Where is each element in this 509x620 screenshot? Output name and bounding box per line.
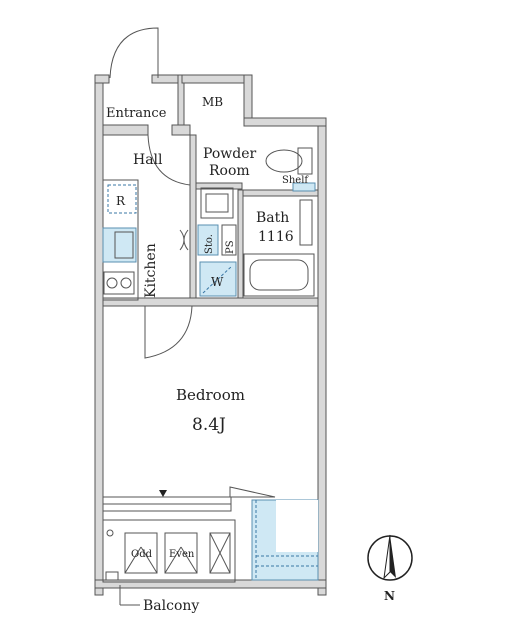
wet-area-walls <box>102 134 319 307</box>
label-pipe-space: PS <box>225 240 236 254</box>
label-powder-room-1: Powder <box>203 146 257 162</box>
sink-icon <box>200 187 234 219</box>
label-north: N <box>384 589 395 603</box>
north-compass <box>367 534 413 581</box>
label-bath-size: 1116 <box>258 229 294 245</box>
shelf-icon <box>292 182 316 192</box>
label-storage: Sto. <box>204 234 215 254</box>
label-refrigerator: R <box>116 194 126 208</box>
label-hall: Hall <box>133 152 163 168</box>
washer-icon <box>199 261 237 297</box>
label-even: Even <box>169 549 195 560</box>
closet-blue <box>251 499 319 581</box>
refrigerator-icon <box>107 184 137 214</box>
label-washer: W <box>211 275 224 289</box>
bedroom-door <box>144 305 193 359</box>
label-mb: MB <box>202 95 223 109</box>
label-entrance: Entrance <box>106 106 167 121</box>
balcony-area <box>102 519 236 606</box>
label-balcony: Balcony <box>143 598 199 614</box>
entrance-door <box>109 27 159 79</box>
pipe-space-box <box>221 224 237 256</box>
label-bedroom: Bedroom <box>176 386 245 404</box>
label-shelf: Shelf <box>282 175 309 186</box>
label-bath: Bath <box>256 210 289 226</box>
bathtub-icon <box>243 199 315 297</box>
outer-walls <box>94 74 327 596</box>
label-bedroom-size: 8.4J <box>192 415 226 435</box>
kitchen-sink-icon <box>102 227 137 263</box>
storage-box <box>197 224 219 256</box>
stove-icon <box>103 271 135 295</box>
label-kitchen: Kitchen <box>143 243 159 298</box>
window <box>102 486 276 512</box>
label-powder-room-2: Room <box>209 163 250 179</box>
toilet-icon <box>265 147 313 175</box>
label-odd: Odd <box>131 549 153 560</box>
kitchen-fixtures <box>102 179 139 301</box>
